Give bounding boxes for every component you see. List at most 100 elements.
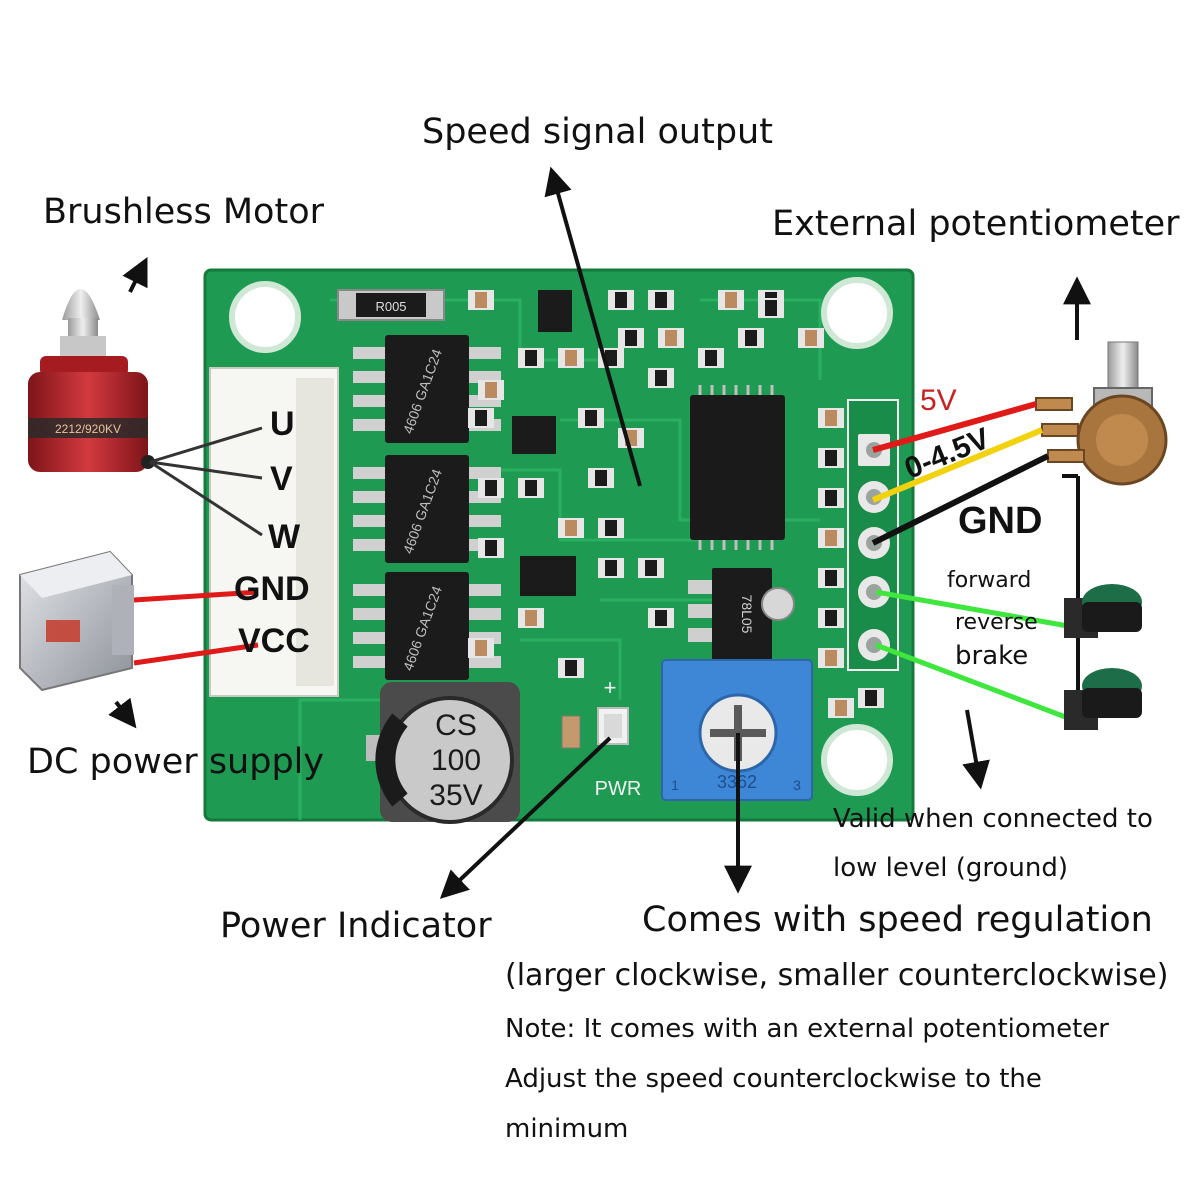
smd-body <box>605 350 617 366</box>
arrow-valid-low <box>962 709 990 790</box>
smd-body <box>825 650 837 666</box>
label-valid-line2: low level (ground) <box>833 853 1069 883</box>
header-pin-4 <box>858 576 890 608</box>
arrow-brushless-motor <box>122 256 148 293</box>
power-led: + PWR <box>561 675 641 800</box>
smd-body <box>825 570 837 586</box>
arrow-speed-signal <box>544 166 642 487</box>
smd-part <box>828 698 854 718</box>
mosfet-2: 4606 GA1C24 <box>353 455 501 563</box>
control-wires <box>875 589 1069 721</box>
mosfet-lead <box>353 371 387 383</box>
smd-body <box>525 480 537 496</box>
smd-body <box>625 330 637 346</box>
smd-body <box>585 410 597 426</box>
smd-body <box>825 530 837 546</box>
smd-part <box>648 608 674 628</box>
mosfet-lead <box>467 347 501 359</box>
label-power-indicator: Power Indicator <box>220 906 492 946</box>
mosfet-lead <box>353 656 387 668</box>
header-hole <box>866 584 882 600</box>
mosfet-lead <box>353 539 387 551</box>
annotation-arrows <box>108 166 1091 899</box>
potentiometer-wires <box>871 401 1050 546</box>
svg-text:R005: R005 <box>375 299 406 314</box>
mounting-holes <box>229 277 893 796</box>
mosfet-lead <box>353 419 387 431</box>
external-potentiometer[interactable] <box>1035 341 1168 486</box>
mosfet-body <box>385 335 469 443</box>
smd-body <box>725 292 737 308</box>
svg-text:100: 100 <box>431 744 481 777</box>
mosfet-1: 4606 GA1C24 <box>353 335 501 443</box>
smd-body <box>665 330 677 346</box>
svg-text:CS: CS <box>435 709 477 742</box>
smd-body <box>655 292 667 308</box>
label-speed-signal-output: Speed signal output <box>422 112 773 152</box>
pin-label-u: U <box>270 405 295 443</box>
smd-part <box>468 408 494 428</box>
shunt-resistor: R005 <box>337 289 445 321</box>
smd-body <box>745 330 757 346</box>
smd-part <box>618 328 644 348</box>
smd-part <box>658 328 684 348</box>
smd-body <box>805 330 817 346</box>
mosfet-body <box>385 455 469 563</box>
pin-label-gnd-pot: GND <box>958 500 1043 542</box>
smd-part <box>578 408 604 428</box>
pin-label-v: V <box>270 460 293 498</box>
header-pin-5 <box>858 629 890 661</box>
mosfet-lead <box>353 347 387 359</box>
smd-part <box>818 408 844 428</box>
arrow-dc-supply <box>108 697 137 729</box>
smd-part <box>638 558 664 578</box>
smd-body <box>835 700 847 716</box>
smd-body <box>825 490 837 506</box>
smd-body <box>565 350 577 366</box>
smd-part <box>558 658 584 678</box>
smd-part <box>718 290 744 310</box>
brushless-motor: 2212/920KV <box>28 289 155 472</box>
mosfet-body <box>385 572 469 680</box>
header-hole <box>866 637 882 653</box>
smd-part <box>618 428 644 448</box>
smd-part <box>818 648 844 668</box>
label-brushless-motor: Brushless Motor <box>43 192 324 232</box>
push-button-forward[interactable] <box>1064 584 1142 638</box>
push-button-brake[interactable] <box>1064 668 1142 730</box>
mosfet-lead <box>467 515 501 527</box>
controller-ic <box>690 385 785 550</box>
smd-body <box>525 610 537 626</box>
label-dc-power-supply: DC power supply <box>27 742 325 782</box>
transistors <box>512 290 576 596</box>
label-note-line3: minimum <box>505 1114 629 1144</box>
smd-body <box>485 540 497 556</box>
smd-part <box>478 380 504 400</box>
smd-part <box>698 348 724 368</box>
mosfet-lead <box>467 608 501 620</box>
pin-label-w: W <box>268 518 301 556</box>
mosfet-3: 4606 GA1C24 <box>353 572 501 680</box>
label-note-line2: Adjust the speed counterclockwise to the <box>505 1064 1042 1094</box>
smd-body <box>605 520 617 536</box>
pin-label-reverse: reverse <box>955 610 1038 635</box>
voltage-regulator: 78L05 <box>688 568 795 660</box>
smd-part <box>518 478 544 498</box>
smd-body <box>475 640 487 656</box>
mosfet-lead <box>353 608 387 620</box>
pin-label-brake: brake <box>955 641 1029 671</box>
smd-body <box>765 300 777 316</box>
motor-wires <box>149 426 263 537</box>
smd-part <box>818 528 844 548</box>
mosfet-lead <box>353 515 387 527</box>
power-wires <box>133 589 259 666</box>
pin-label-vcc: VCC <box>238 622 310 660</box>
smd-part <box>558 518 584 538</box>
smd-body <box>645 560 657 576</box>
smd-part <box>818 448 844 468</box>
smd-body <box>825 610 837 626</box>
smd-part <box>758 298 784 318</box>
mosfet-lead <box>353 584 387 596</box>
smd-body <box>605 560 617 576</box>
